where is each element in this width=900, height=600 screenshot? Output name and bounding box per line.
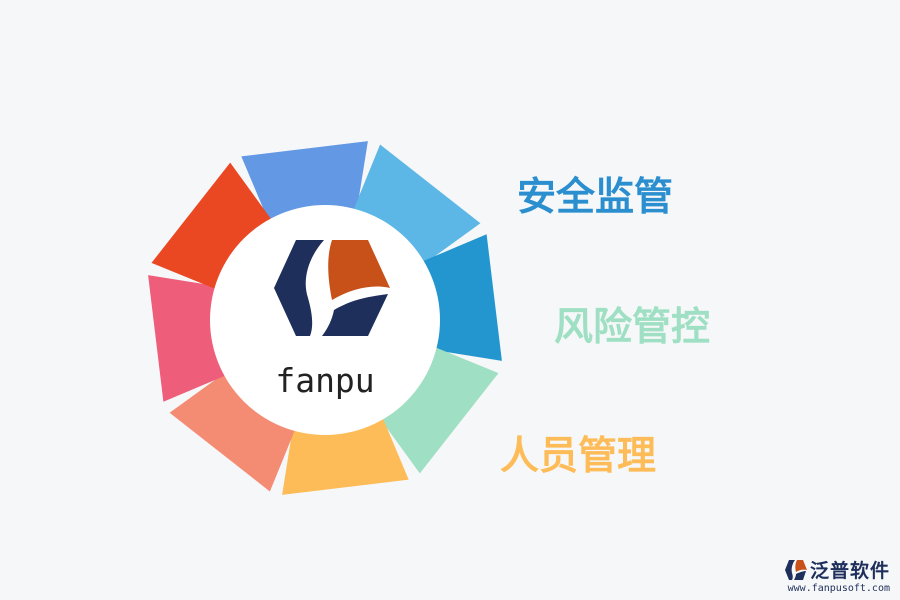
watermark-logo-icon bbox=[784, 559, 807, 580]
watermark-name: 泛普软件 bbox=[809, 560, 890, 582]
watermark: 泛普软件 www.fanpusoft.com bbox=[784, 556, 890, 594]
watermark-url: www.fanpusoft.com bbox=[787, 583, 890, 594]
segment-7 bbox=[148, 275, 229, 402]
segment-3 bbox=[421, 234, 502, 361]
label-personnel-management: 人员管理 bbox=[500, 434, 657, 479]
fanpu-logo-icon bbox=[274, 240, 390, 336]
center-circle bbox=[210, 205, 440, 435]
segment-5 bbox=[282, 414, 409, 495]
label-risk-control: 风险管控 bbox=[554, 305, 711, 350]
segment-1 bbox=[241, 141, 368, 222]
label-safety-supervision: 安全监管 bbox=[517, 175, 674, 220]
center-brand-text: fanpu bbox=[275, 361, 375, 400]
